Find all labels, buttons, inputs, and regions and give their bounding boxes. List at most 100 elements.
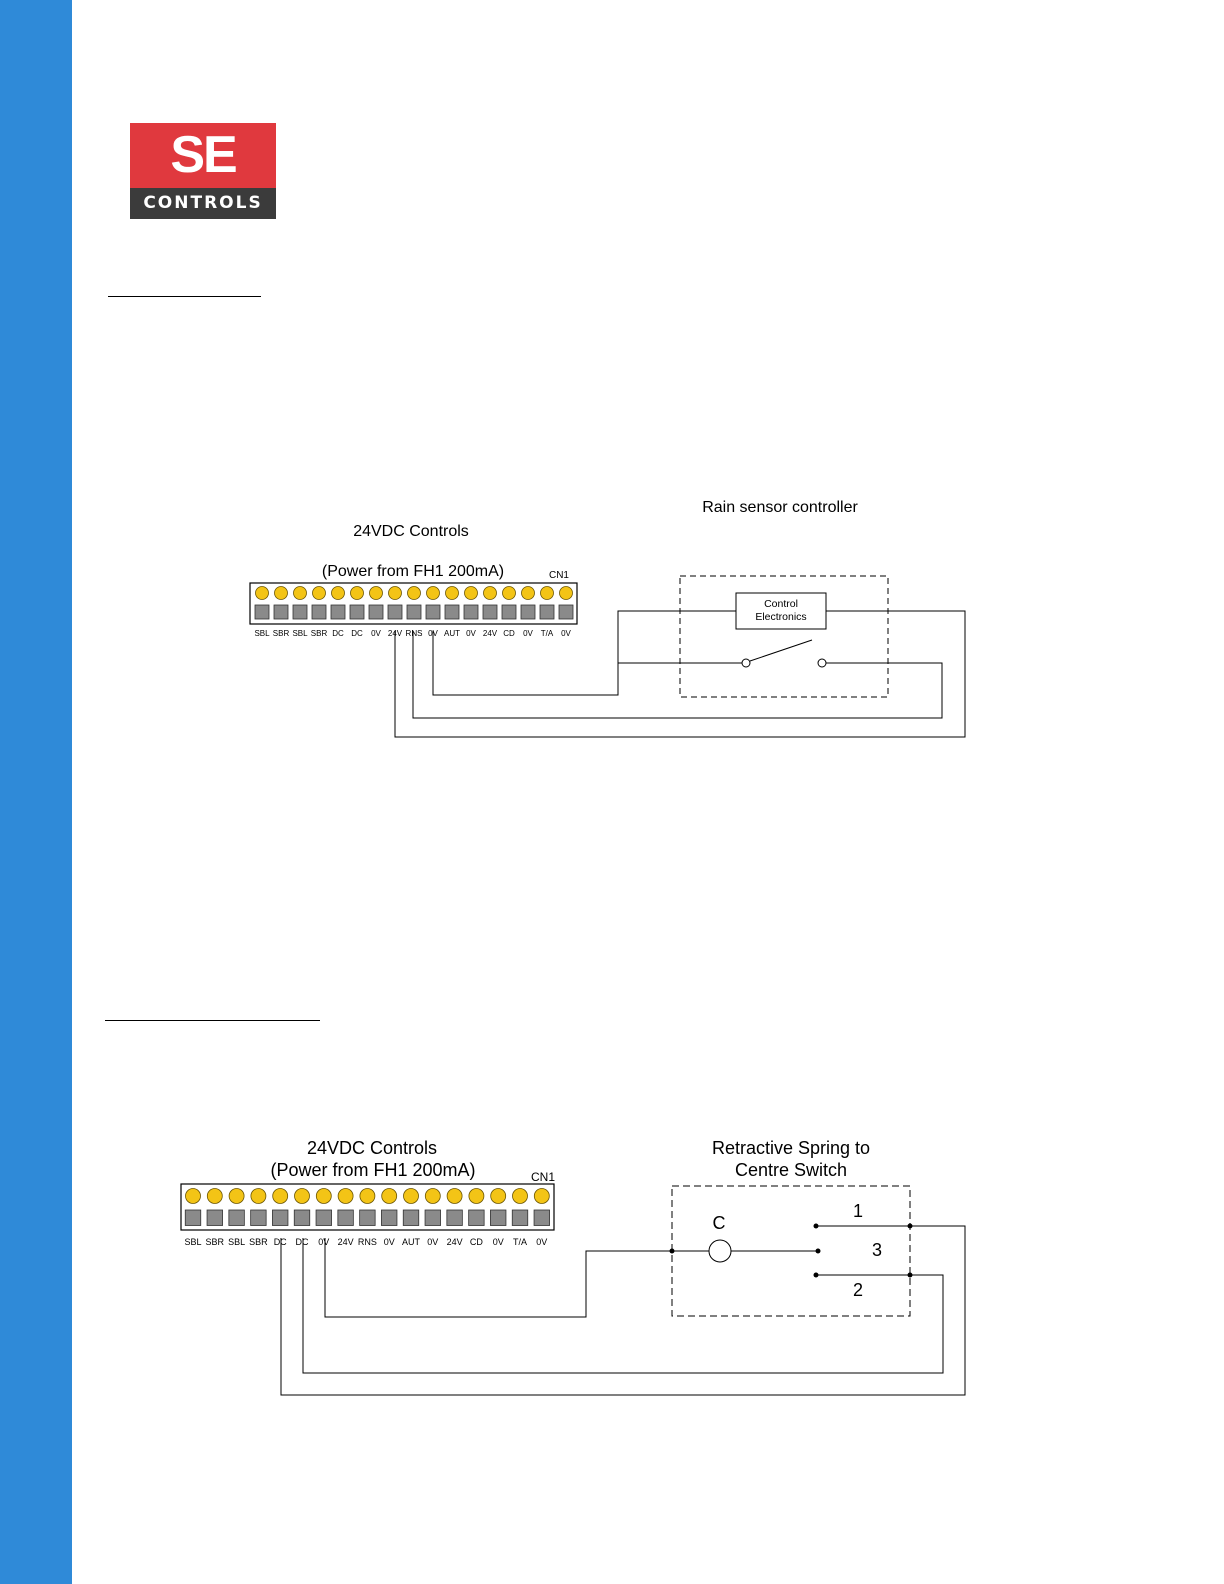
wire-0v-to-electronics: [432, 610, 736, 696]
terminal-label: DC: [296, 1237, 309, 1247]
se-controls-logo: SE CONTROLS: [130, 123, 276, 219]
logo-mark: SE: [130, 123, 276, 188]
terminal-screw: [512, 1188, 528, 1204]
switch-common-terminal: [708, 1239, 732, 1263]
wire-0v-to-common: [324, 1238, 709, 1318]
terminal-screw: [426, 586, 440, 600]
terminal-clamp: [273, 604, 289, 620]
terminal-clamp: [402, 1209, 420, 1226]
terminal-clamp: [511, 1209, 529, 1226]
terminal-label: 24V: [338, 1237, 354, 1247]
terminal-label: 0V: [561, 629, 571, 638]
terminal-clamp: [387, 604, 403, 620]
wire-rns-to-switch: [412, 631, 943, 719]
terminal-clamp: [558, 604, 574, 620]
terminal-clamp: [444, 604, 460, 620]
terminal-label: T/A: [513, 1237, 527, 1247]
terminal-label: SBL: [228, 1237, 245, 1247]
terminal-label: SBL: [292, 629, 308, 638]
diagram2-connector-label: CN1: [531, 1170, 555, 1184]
terminal-label: 0V: [466, 629, 476, 638]
terminal-label: SBL: [254, 629, 270, 638]
terminal-clamp: [337, 1209, 354, 1226]
terminal-clamp: [368, 604, 384, 620]
terminal-clamp: [359, 1209, 376, 1226]
diagram2-subtitle: (Power from FH1 200mA): [270, 1160, 475, 1180]
terminal-clamp: [315, 1209, 332, 1226]
terminal-screw: [388, 586, 402, 600]
terminal-clamp: [381, 1209, 398, 1226]
terminal-clamp: [184, 1209, 202, 1226]
terminal-screw: [294, 1188, 310, 1204]
terminal-screw: [350, 586, 364, 600]
sidebar-strip: [0, 0, 72, 1584]
terminal-screw: [446, 1188, 463, 1204]
diagram1-title: 24VDC Controls: [353, 523, 469, 540]
terminal-screw: [185, 1188, 201, 1204]
wire-dc-to-position-1: [280, 1225, 966, 1396]
terminal-screw: [274, 586, 288, 600]
terminal-label: 0V: [493, 1237, 504, 1247]
diagram2-wires: [280, 1225, 966, 1396]
switch-title-line1: Retractive Spring to: [712, 1138, 870, 1158]
terminal-screw: [272, 1188, 289, 1204]
terminal-screw: [483, 586, 497, 600]
terminal-screw: [424, 1188, 441, 1204]
wire-dc-to-position-2: [302, 1238, 944, 1374]
terminal-screw: [521, 586, 535, 600]
control-electronics-label-1: Control: [764, 598, 798, 610]
terminal-clamp: [520, 604, 536, 620]
terminal-screw: [407, 586, 421, 600]
terminal-label: 0V: [427, 1237, 438, 1247]
terminal-screw: [559, 586, 573, 600]
terminal-clamp: [482, 604, 498, 620]
terminal-screw: [359, 1188, 376, 1204]
terminal-screw: [206, 1188, 223, 1204]
terminal-clamp: [425, 604, 441, 620]
terminal-clamp: [292, 604, 308, 620]
terminal-label: SBL: [184, 1237, 201, 1247]
terminal-clamp: [206, 1209, 223, 1226]
wire-24v-to-electronics: [394, 610, 966, 738]
terminal-screw: [228, 1188, 245, 1204]
terminal-label: DC: [274, 1237, 287, 1247]
terminal-screw: [533, 1188, 550, 1204]
terminal-label: SBR: [249, 1237, 268, 1247]
position-2-label: 2: [853, 1280, 863, 1300]
terminal-clamp: [330, 604, 346, 620]
terminal-screw: [315, 1188, 332, 1204]
terminal-clamp: [228, 1209, 245, 1226]
terminal-label: 24V: [447, 1237, 463, 1247]
diagram1-connector-label: CN1: [549, 570, 569, 581]
terminal-clamp: [490, 1209, 507, 1226]
terminal-label: 0V: [523, 629, 533, 638]
terminal-label: 0V: [318, 1237, 329, 1247]
heading-underline-1: [108, 296, 261, 297]
terminal-clamp: [468, 1209, 485, 1226]
diagram2-title: 24VDC Controls: [307, 1138, 437, 1158]
terminal-label: SBR: [311, 629, 328, 638]
terminal-label: 0V: [384, 1237, 395, 1247]
terminal-screw: [403, 1188, 419, 1204]
terminal-screw: [250, 1188, 267, 1204]
terminal-screw: [490, 1188, 507, 1204]
terminal-clamp: [293, 1209, 311, 1226]
switch-contact-left: [741, 658, 751, 668]
terminal-label: CD: [503, 629, 515, 638]
position-3-label: 3: [872, 1240, 882, 1260]
diagram1-wires: [394, 610, 966, 738]
terminal-label: DC: [332, 629, 344, 638]
terminal-label: AUT: [402, 1237, 421, 1247]
terminal-clamp: [272, 1209, 289, 1226]
terminal-clamp: [406, 604, 422, 620]
logo-wordmark: CONTROLS: [130, 188, 276, 219]
terminal-clamp: [463, 604, 479, 620]
terminal-clamp: [539, 604, 555, 620]
terminal-clamp: [254, 604, 270, 620]
diagram1-device-title: Rain sensor controller: [702, 499, 858, 516]
terminal-screw: [502, 586, 516, 600]
terminal-label: RNS: [358, 1237, 377, 1247]
switch-blade: [749, 639, 813, 662]
